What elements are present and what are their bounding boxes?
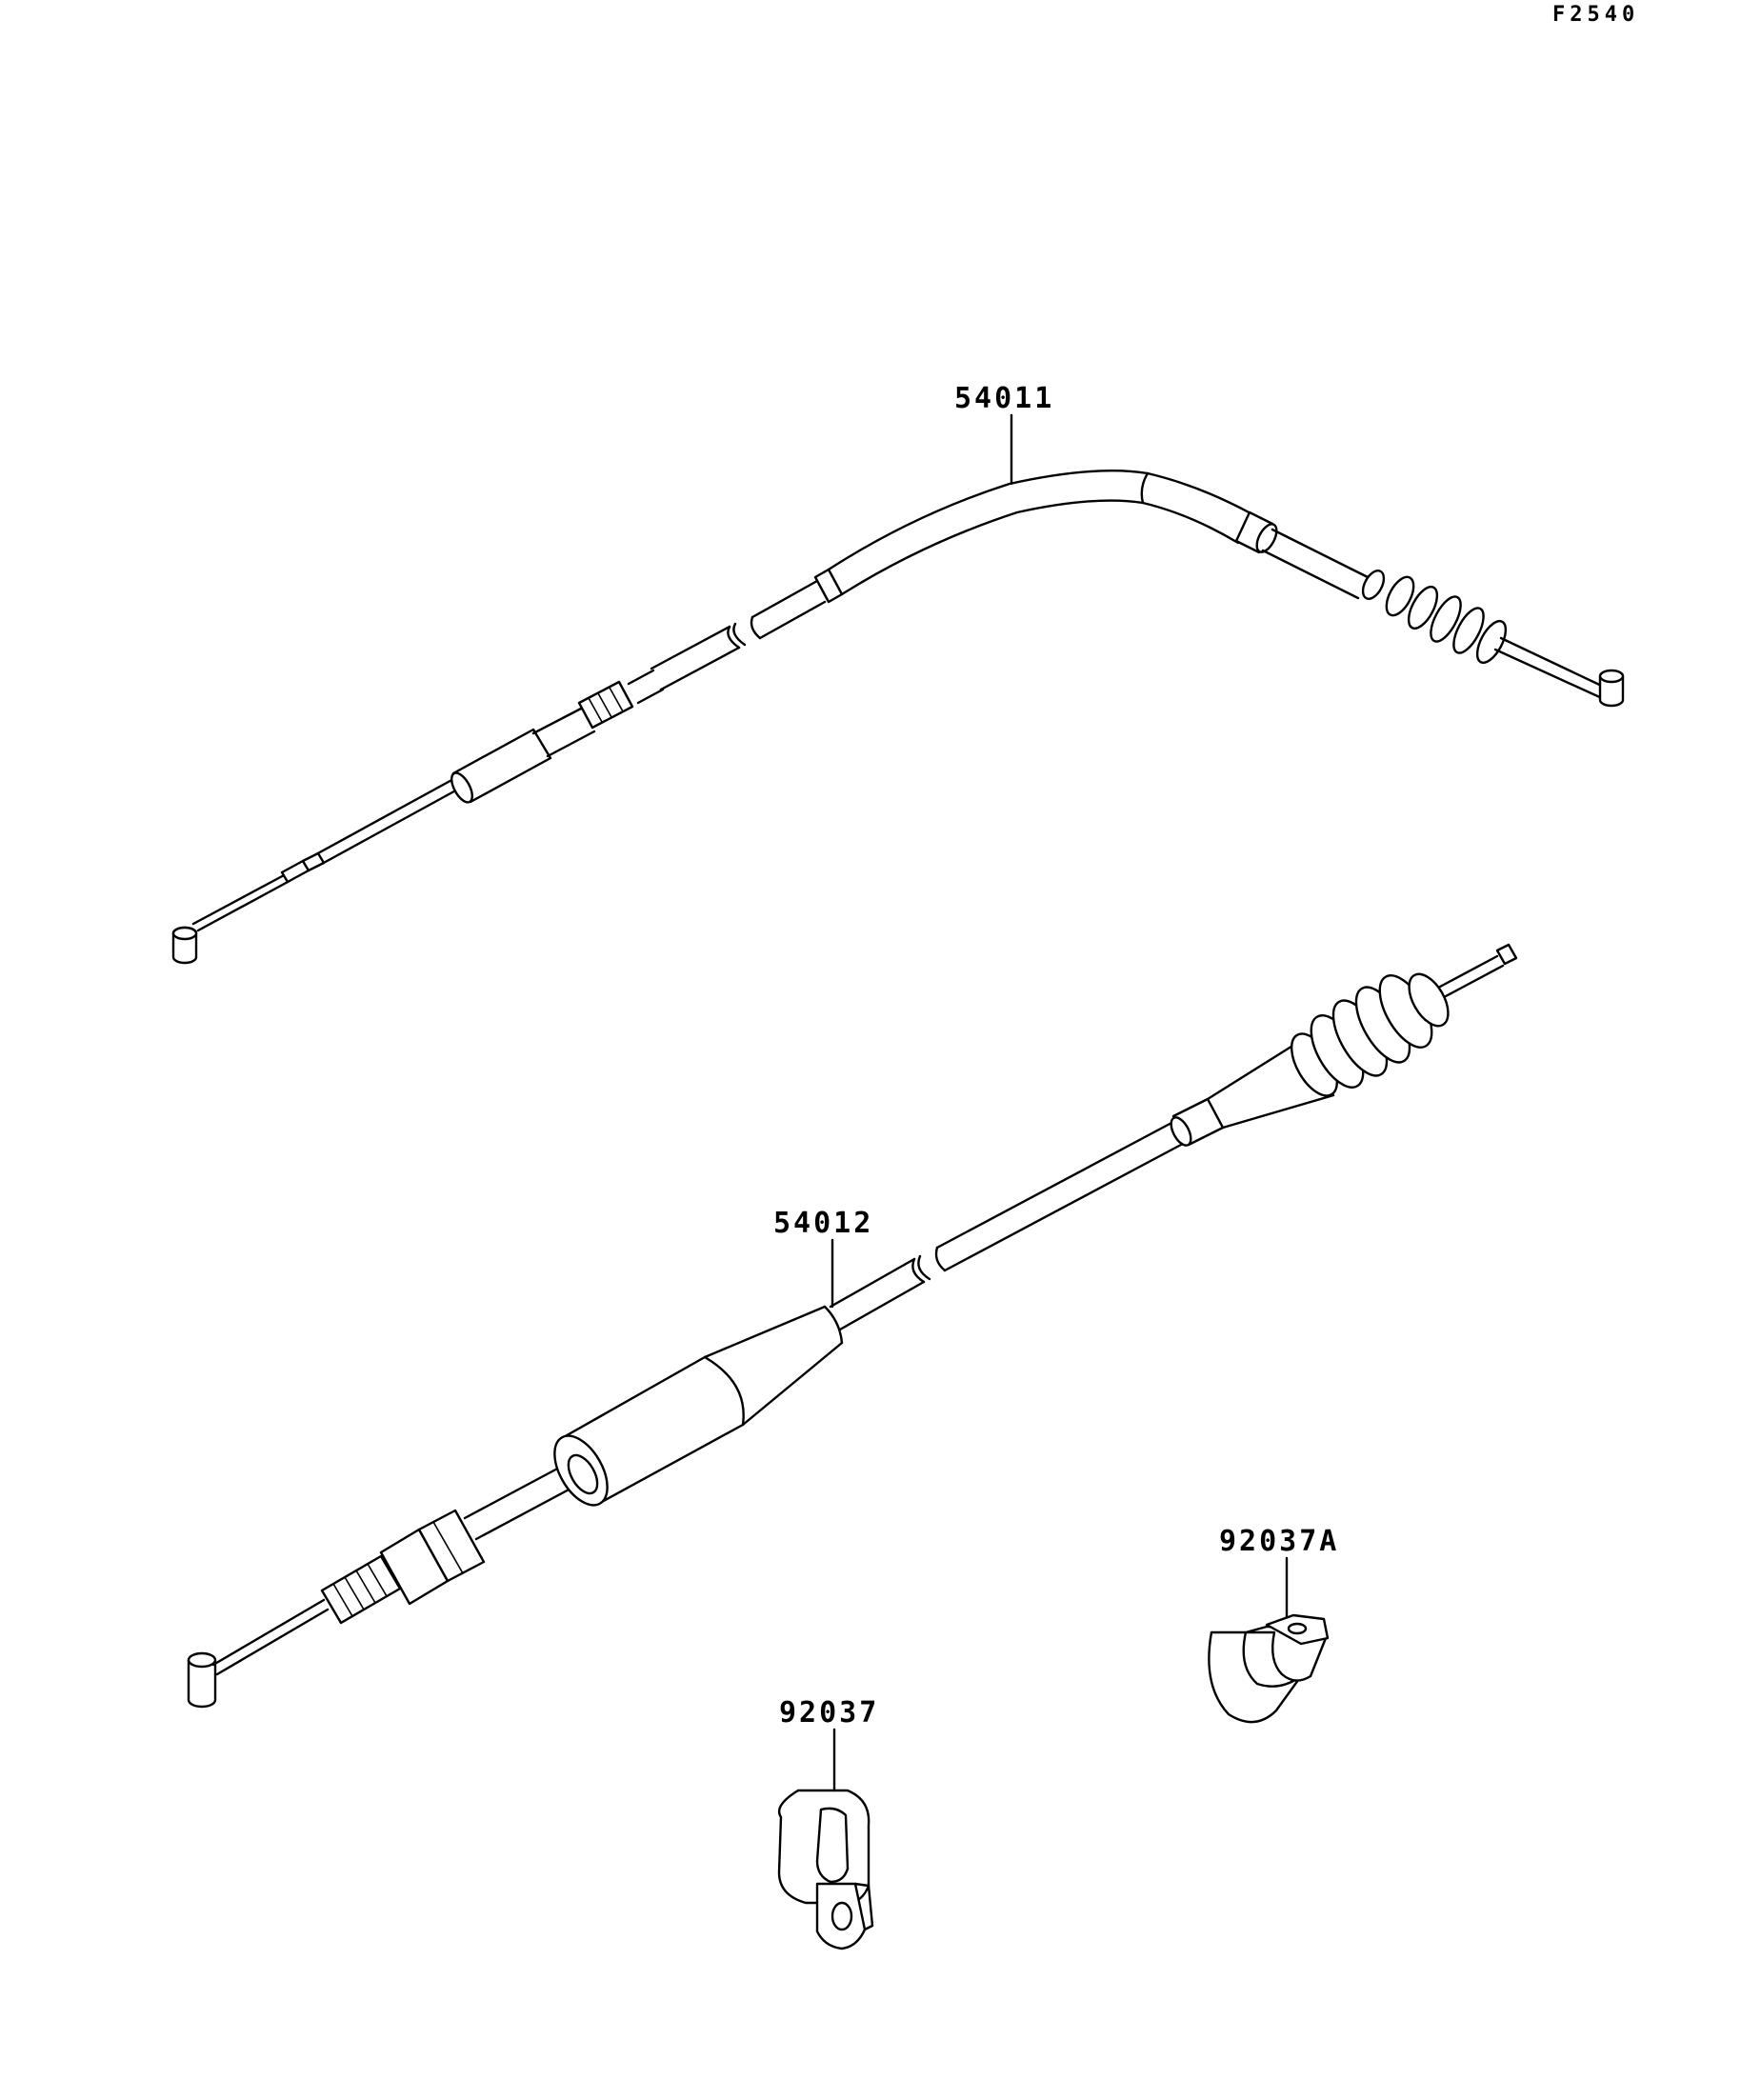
part-label-54011[interactable]: 54011 xyxy=(954,382,1054,415)
threaded-adjuster xyxy=(320,1509,486,1625)
part-label-92037[interactable]: 92037 xyxy=(779,1696,879,1730)
clamp-92037a[interactable] xyxy=(1208,1613,1330,1724)
bellows-boot xyxy=(1361,570,1508,665)
cable-end-barrel-right xyxy=(1598,669,1625,708)
figure-code: F2540 xyxy=(1552,3,1639,27)
cable-54011[interactable] xyxy=(171,470,1625,965)
bellows-boot xyxy=(1290,972,1450,1097)
cable-end-barrel-left xyxy=(187,1651,217,1709)
cable-end-barrel-left xyxy=(171,926,198,965)
clamp-92037[interactable] xyxy=(777,1789,874,1950)
part-label-92037a[interactable]: 92037A xyxy=(1219,1525,1339,1558)
cable-54012[interactable] xyxy=(187,943,1518,1709)
part-label-54012[interactable]: 54012 xyxy=(773,1207,873,1240)
